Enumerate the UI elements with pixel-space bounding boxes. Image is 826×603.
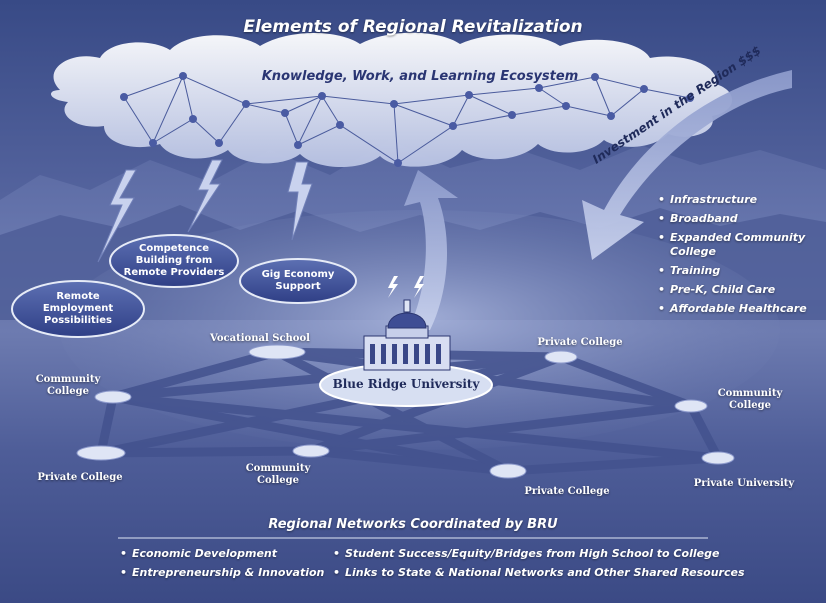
node-vocational-school: Vocational School — [210, 333, 310, 344]
node-private-college-left: Private College — [37, 472, 123, 483]
investment-item: Broadband — [658, 212, 818, 226]
node-community-college-right: Community College — [717, 388, 783, 411]
cloud-label: Knowledge, Work, and Learning Ecosystem — [261, 69, 579, 84]
cloud-network-nodes — [120, 72, 694, 167]
lightning-bolts — [97, 159, 313, 263]
upward-arrow — [404, 170, 458, 330]
oval-gig-economy: Gig Economy Support — [261, 269, 335, 292]
investment-list: Infrastructure Broadband Expanded Commun… — [658, 193, 818, 316]
footer-item: Economic Development — [120, 544, 330, 563]
footer-title: Regional Networks Coordinated by BRU — [268, 517, 558, 532]
node-community-college-bottom: Community College — [245, 463, 311, 486]
knowledge-cloud — [50, 32, 733, 168]
footer-item: Links to State & National Networks and O… — [333, 563, 753, 582]
investment-item: Affordable Healthcare — [658, 302, 818, 316]
oval-remote-employment: Remote Employment Possibilities — [42, 291, 114, 326]
page-title: Elements of Regional Revitalization — [243, 17, 583, 37]
cloud-network-links — [123, 75, 691, 164]
footer-item: Student Success/Equity/Bridges from High… — [333, 544, 753, 563]
hub-label: Blue Ridge University — [332, 377, 480, 391]
node-private-college-top: Private College — [537, 337, 623, 348]
footer-left-list: Economic Development Entrepreneurship & … — [120, 544, 330, 582]
investment-item: Pre-K, Child Care — [658, 283, 818, 297]
footer-right-list: Student Success/Equity/Bridges from High… — [333, 544, 753, 582]
investment-item: Infrastructure — [658, 193, 818, 207]
node-private-college-bottom: Private College — [524, 486, 610, 497]
oval-competence-building: Competence Building from Remote Provider… — [123, 243, 225, 278]
investment-item: Expanded Community College — [658, 231, 818, 259]
network-nodes — [76, 344, 735, 479]
node-community-college-left: Community College — [35, 374, 101, 397]
university-building — [363, 299, 451, 371]
node-private-university: Private University — [693, 478, 795, 489]
footer-item: Entrepreneurship & Innovation — [120, 563, 330, 582]
signal-bolts — [388, 276, 424, 298]
investment-item: Training — [658, 264, 818, 278]
investment-arrow — [582, 70, 792, 260]
